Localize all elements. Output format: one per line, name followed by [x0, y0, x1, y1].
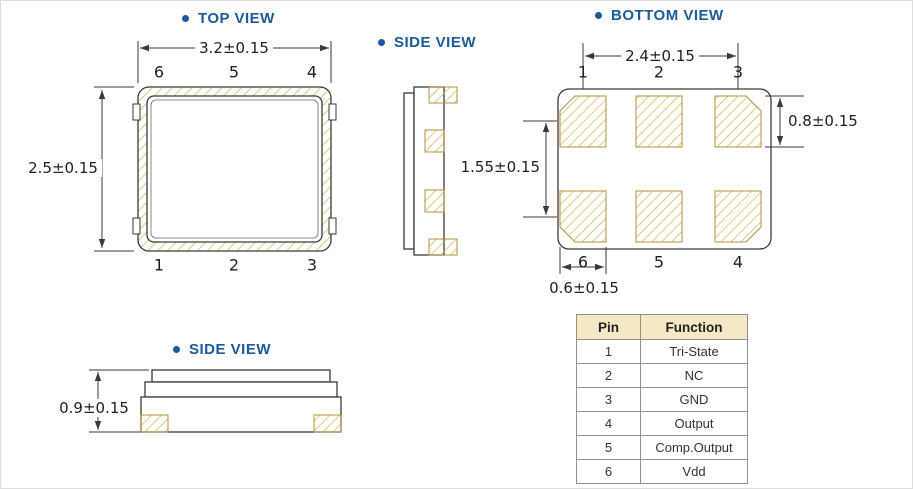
top-view-dim-height: 2.5±0.15 [24, 159, 102, 177]
top-view-pin-label: 2 [228, 255, 240, 275]
bottom-view-pin-label: 2 [653, 62, 665, 82]
bottom-view-dim-width: 2.4±0.15 [621, 47, 699, 65]
bullet-icon [182, 15, 189, 22]
top-view-pin-label: 1 [153, 255, 165, 275]
table-cell: 5 [576, 435, 641, 460]
side-view-lower-title-label: SIDE VIEW [189, 341, 272, 358]
table-cell: Output [640, 411, 748, 436]
top-view-pin-label: 3 [306, 255, 318, 275]
table-header-cell: Function [640, 314, 748, 340]
table-row: 6 Vdd [576, 459, 748, 484]
table-cell: 1 [576, 339, 641, 364]
bottom-view-pin-label: 3 [732, 62, 744, 82]
bottom-view-pin-label: 5 [653, 252, 665, 272]
table-cell: 4 [576, 411, 641, 436]
bottom-view-title-label: BOTTOM VIEW [611, 7, 724, 24]
side-view-lower-title: SIDE VIEW [173, 341, 271, 358]
top-view-title: TOP VIEW [182, 10, 275, 27]
table-row: 5 Comp.Output [576, 435, 748, 460]
table-cell: 3 [576, 387, 641, 412]
table-header-cell: Pin [576, 314, 641, 340]
side-view-lower-drawing [89, 369, 342, 433]
table-header-row: Pin Function [576, 314, 748, 340]
bullet-icon [595, 12, 602, 19]
bottom-view-title: BOTTOM VIEW [595, 7, 724, 24]
table-cell: NC [640, 363, 748, 388]
side-view-upper-title-label: SIDE VIEW [394, 34, 477, 51]
bottom-view-drawing [523, 43, 804, 274]
bottom-view-pin-label: 1 [577, 62, 589, 82]
table-cell: Tri-State [640, 339, 748, 364]
top-view-pin-label: 6 [153, 62, 165, 82]
bottom-view-dim-row-pitch: 1.55±0.15 [460, 158, 540, 176]
side-view-upper-drawing [403, 86, 458, 256]
side-view-upper-title: SIDE VIEW [378, 34, 476, 51]
table-cell: 2 [576, 363, 641, 388]
top-view-title-label: TOP VIEW [198, 10, 275, 27]
top-view-pin-label: 4 [306, 62, 318, 82]
table-row: 3 GND [576, 387, 748, 412]
bottom-view-pin-label: 6 [577, 252, 589, 272]
top-view-dim-width: 3.2±0.15 [195, 39, 273, 57]
bottom-view-pin-label: 4 [732, 252, 744, 272]
pin-function-table: Pin Function 1 Tri-State 2 NC 3 GND 4 Ou… [576, 314, 748, 484]
top-view-drawing [94, 41, 337, 252]
table-cell: GND [640, 387, 748, 412]
table-row: 1 Tri-State [576, 339, 748, 364]
table-cell: Comp.Output [640, 435, 748, 460]
bottom-view-dim-pad-height: 0.8±0.15 [788, 112, 858, 130]
table-cell: 6 [576, 459, 641, 484]
table-row: 4 Output [576, 411, 748, 436]
table-row: 2 NC [576, 363, 748, 388]
side-view-lower-dim-height: 0.9±0.15 [55, 399, 133, 417]
top-view-pin-label: 5 [228, 62, 240, 82]
bottom-view-dim-pad-width: 0.6±0.15 [549, 279, 619, 297]
bullet-icon [378, 39, 385, 46]
bullet-icon [173, 346, 180, 353]
table-cell: Vdd [640, 459, 748, 484]
